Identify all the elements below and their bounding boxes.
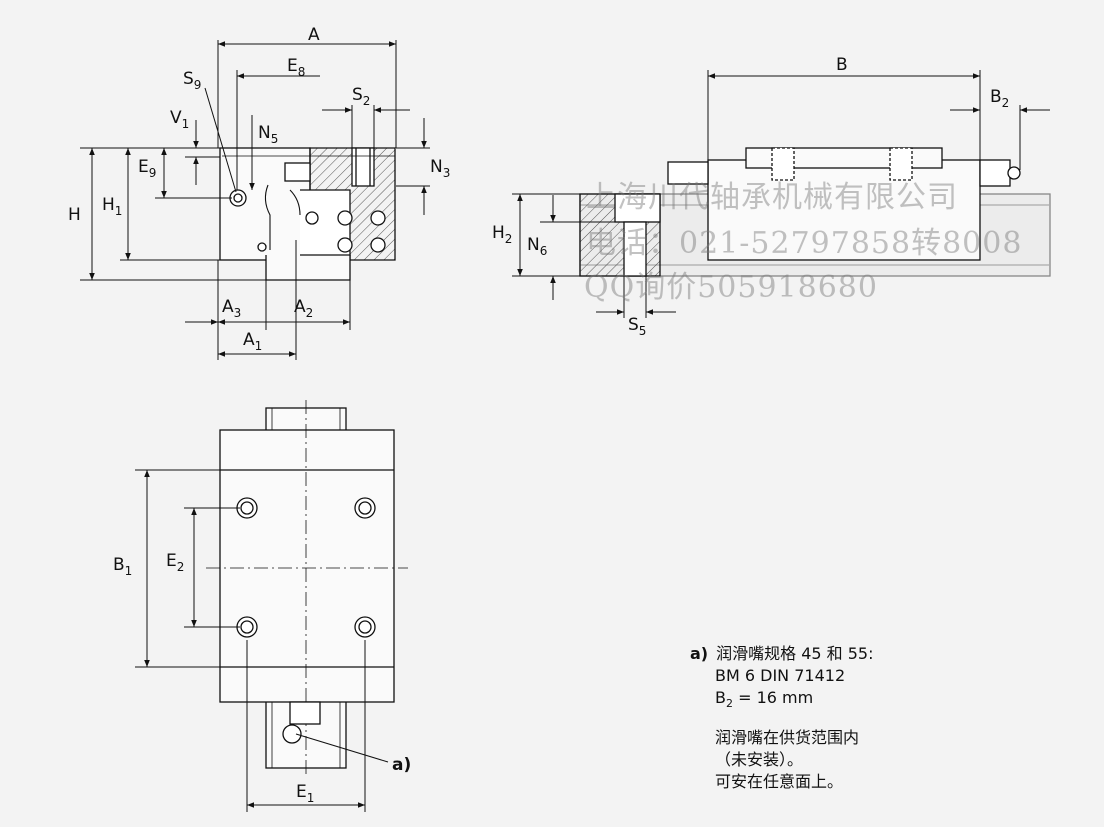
label-E1: E1 [296, 782, 314, 805]
label-A2: A2 [294, 297, 313, 320]
callout-a: a) [392, 755, 411, 775]
footnote-line1: 润滑嘴规格 45 和 55: [716, 644, 874, 663]
watermark-line3: QQ询价505918680 [584, 270, 878, 305]
label-H: H [68, 205, 81, 225]
label-V1: V1 [170, 108, 189, 131]
dimension-labels: A E8 S9 V1 N5 S2 N3 E9 H H1 A3 A2 A1 B B… [68, 25, 1009, 805]
label-A1: A1 [243, 330, 262, 353]
front-view [219, 147, 396, 281]
mounting-holes [236, 497, 376, 638]
footnote-line2: BM 6 DIN 71412 [715, 666, 846, 685]
side-view-dimensions [512, 70, 1050, 318]
top-view-dimensions [135, 469, 389, 812]
label-E2: E2 [166, 551, 184, 574]
top-view [206, 400, 408, 778]
footnote-line5: （未安装）。 [715, 750, 804, 770]
label-A: A [308, 25, 320, 45]
lube-port [229, 189, 247, 207]
label-B1: B1 [113, 555, 132, 578]
label-B2: B2 [990, 87, 1009, 110]
label-A3: A3 [222, 297, 241, 320]
rail [265, 255, 351, 281]
label-S5: S5 [628, 315, 646, 338]
footnote-line4: 润滑嘴在供货范围内 [715, 728, 860, 748]
front-view-dimensions [80, 40, 430, 360]
label-H1: H1 [102, 195, 122, 218]
label-S9: S9 [183, 69, 201, 92]
footnote: a) 润滑嘴规格 45 和 55: BM 6 DIN 71412 B2 = 16 … [690, 643, 1090, 793]
label-S2: S2 [352, 85, 370, 108]
side-carriage [707, 159, 981, 261]
side-view [579, 147, 1051, 277]
label-N6: N6 [527, 235, 547, 258]
top-carriage [219, 429, 395, 703]
label-E8: E8 [287, 56, 305, 79]
footnote-line3: B2 = 16 mm [715, 688, 814, 711]
label-N3: N3 [430, 157, 450, 180]
label-N5: N5 [258, 123, 278, 146]
footnote-line6: 可安在任意面上。 [715, 772, 844, 792]
grease-nipple [282, 724, 302, 744]
footnote-tag: a) [690, 644, 709, 663]
label-B: B [836, 55, 848, 75]
watermark-line1: 上海川代轴承机械有限公司 [586, 180, 958, 215]
label-H2: H2 [492, 223, 512, 246]
watermark-line2: 电话：021-52797858转8008 [586, 226, 1023, 261]
label-E9: E9 [138, 157, 156, 180]
